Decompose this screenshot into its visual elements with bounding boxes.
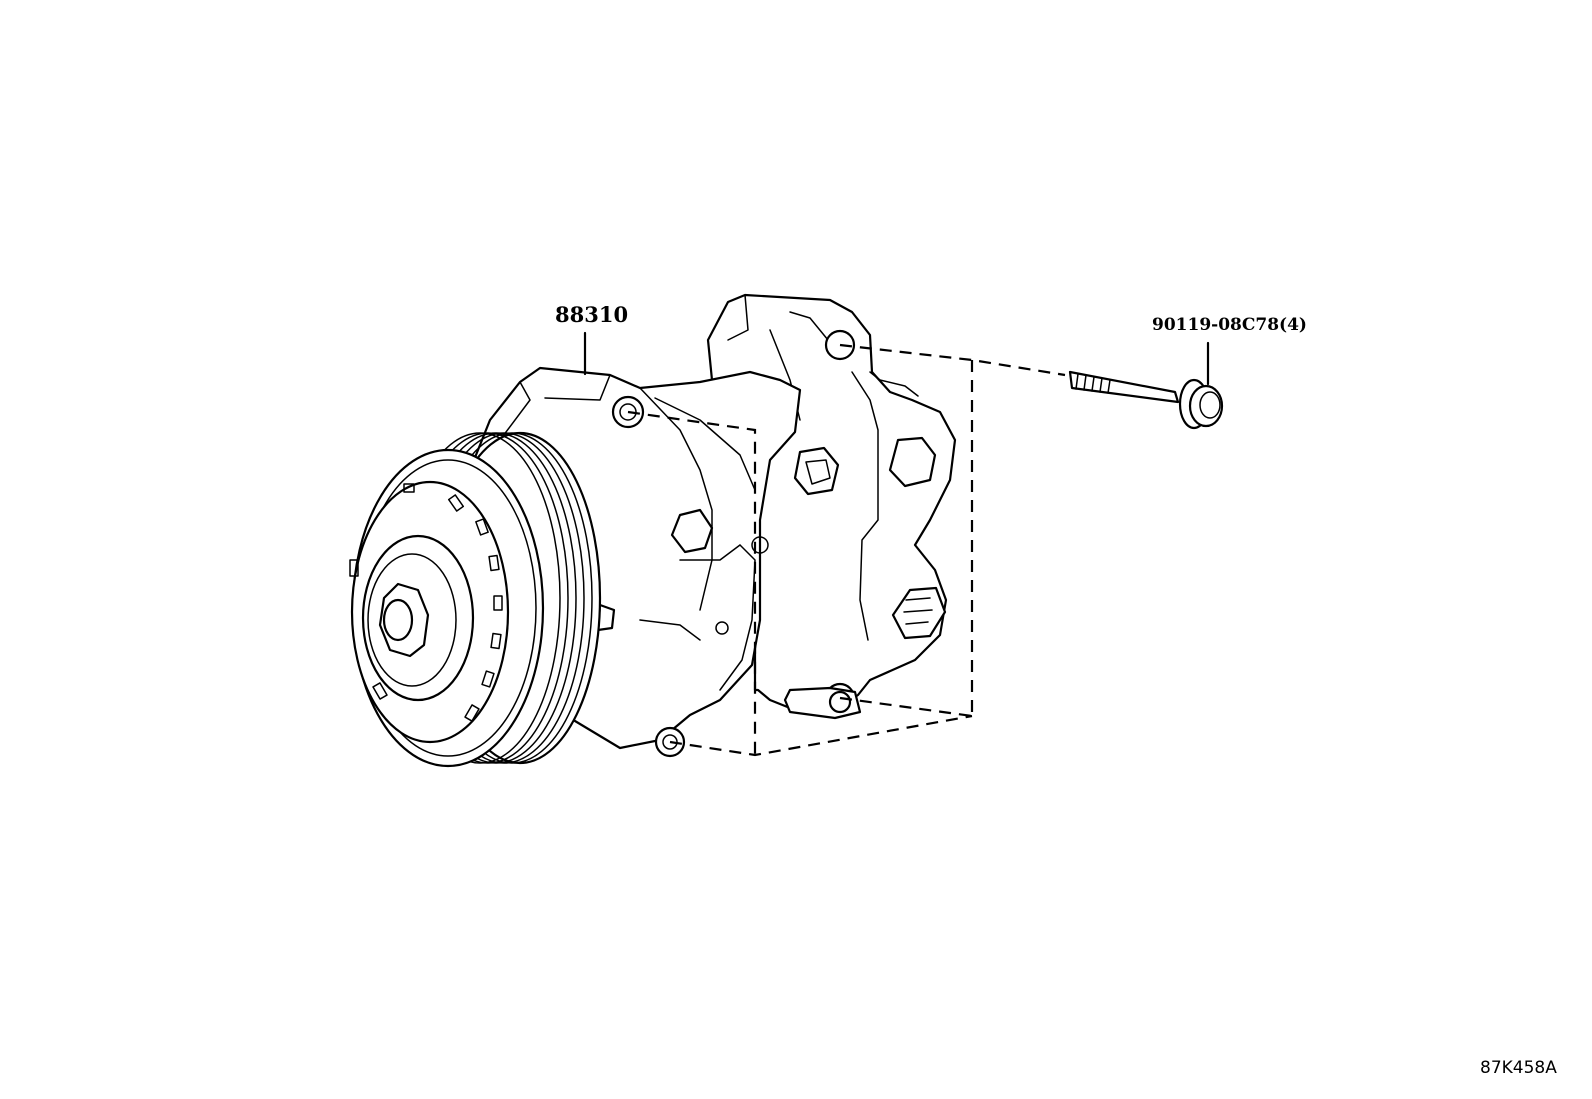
ac-compressor (349, 293, 957, 768)
part-number-bolt[interactable]: 90119-08C78(4) (1152, 315, 1307, 335)
illustration-code: 87K458A (1480, 1058, 1557, 1078)
installation-guide-lines (627, 343, 1066, 757)
part-number-compressor[interactable]: 88310 (555, 302, 629, 327)
bolt (1068, 370, 1224, 430)
